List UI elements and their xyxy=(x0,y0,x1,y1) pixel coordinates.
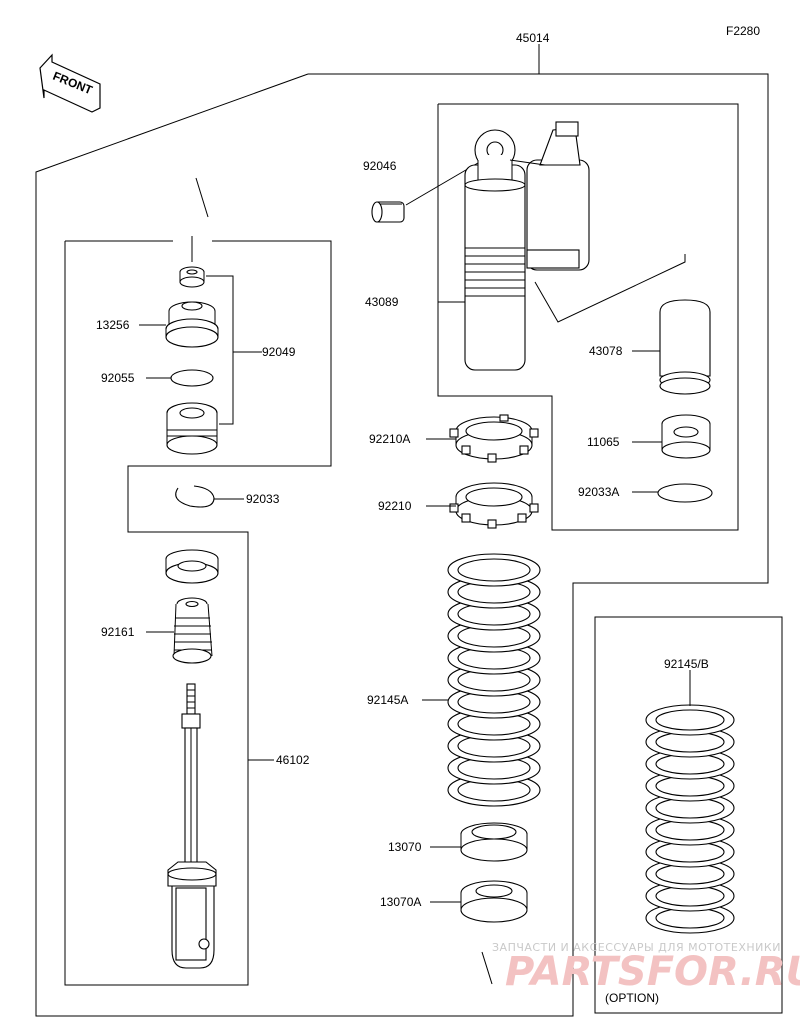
part-92161-label: 92161 xyxy=(101,625,135,639)
seal-head-13256 xyxy=(165,301,219,348)
part-92049-label: 92049 xyxy=(262,345,296,359)
part-11065-label: 11065 xyxy=(587,435,620,449)
part-92145b-label: 92145/B xyxy=(664,657,709,671)
spring-92145b xyxy=(645,704,735,934)
part-92055-label: 92055 xyxy=(101,371,135,385)
oring-92033a xyxy=(657,483,713,503)
part-46102-label: 46102 xyxy=(276,753,310,767)
part-43078-label: 43078 xyxy=(589,344,623,358)
part-92033-label: 92033 xyxy=(246,492,280,506)
circlip-92033 xyxy=(175,485,215,508)
spring-92145a xyxy=(447,553,541,807)
part-13070a-label: 13070A xyxy=(380,895,421,909)
part-13256-label: 13256 xyxy=(96,318,130,332)
seal-11065 xyxy=(661,414,711,459)
part-92033a-label: 92033A xyxy=(578,485,619,499)
nut-small xyxy=(179,266,205,288)
watermark-line2: PARTSFOR.RU xyxy=(505,949,800,995)
bearing-92046 xyxy=(371,201,405,223)
option-frame xyxy=(594,616,783,1014)
front-arrow-icon: FRONT xyxy=(39,53,101,113)
oring-92055 xyxy=(170,369,214,387)
part-43089-label: 43089 xyxy=(365,295,399,309)
figure-code: F2280 xyxy=(726,24,760,38)
left-subframe-outline xyxy=(64,240,332,986)
part-13070-label: 13070 xyxy=(388,840,422,854)
assembly-outline xyxy=(35,73,769,1017)
part-45014-label: 45014 xyxy=(516,31,550,45)
part-92210-label: 92210 xyxy=(378,499,412,513)
option-label: (OPTION) xyxy=(605,991,659,1005)
nut-92210 xyxy=(449,482,539,529)
spring-guide-13070a xyxy=(460,880,528,923)
piston-rod-46102 xyxy=(167,683,217,969)
reservoir-cap-43078 xyxy=(659,299,711,395)
watermark-line1: ЗАПЧАСТИ И АКСЕССУАРЫ ДЛЯ МОТОТЕХНИКИ xyxy=(492,941,781,954)
washer-plate xyxy=(165,549,219,584)
bracket-92049 xyxy=(206,275,234,425)
part-92145a-label: 92145A xyxy=(367,693,408,707)
break-mark xyxy=(195,177,209,218)
shock-body-43089 xyxy=(464,121,590,371)
nut-92210a xyxy=(449,414,539,463)
leader-reservoir xyxy=(534,254,686,323)
bump-stop-92161 xyxy=(172,597,213,664)
part-92210a-label: 92210A xyxy=(369,432,410,446)
shock-body-frame xyxy=(437,103,739,531)
break-mark-bottom xyxy=(481,951,493,985)
seal-lower xyxy=(166,402,218,455)
part-92046-label: 92046 xyxy=(363,159,397,173)
spring-guide-13070 xyxy=(460,822,528,862)
